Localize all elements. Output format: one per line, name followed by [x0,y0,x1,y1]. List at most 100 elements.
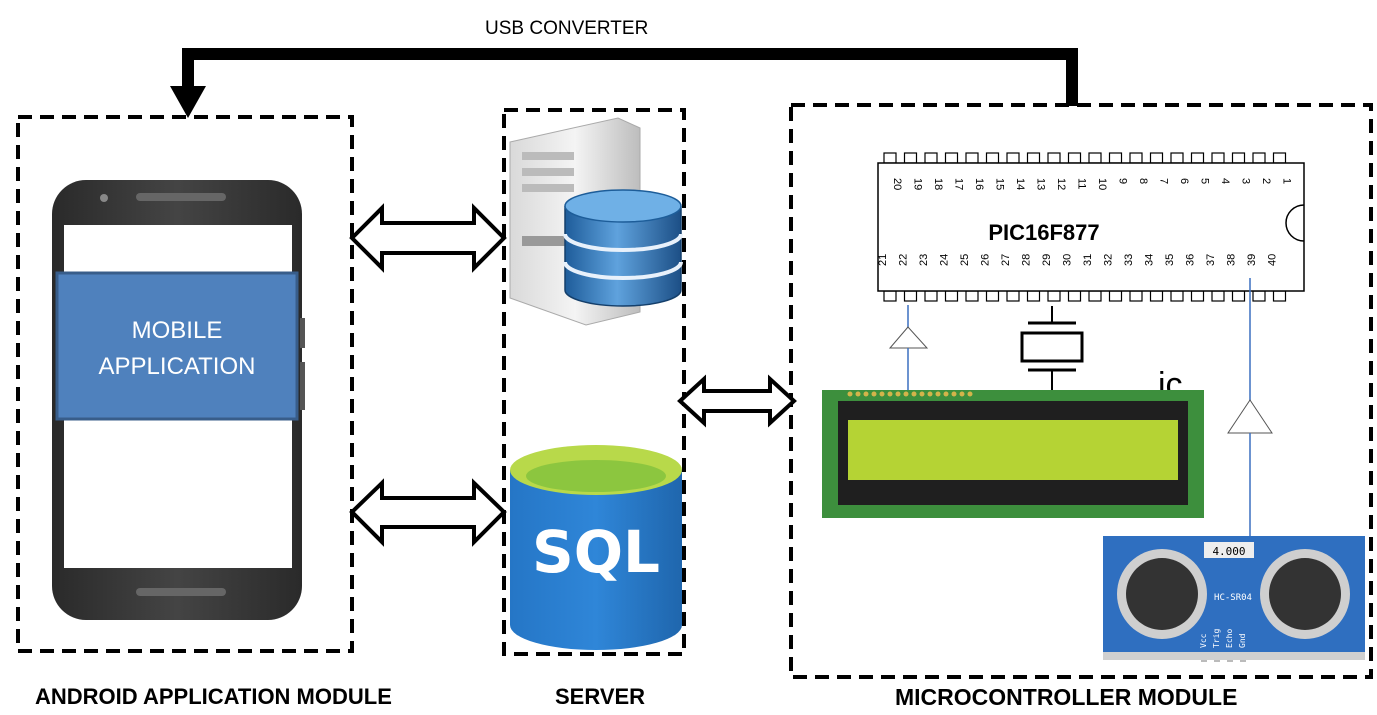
server-module-label: SERVER [555,684,646,709]
lcd-pin [863,391,869,397]
chip-pin [944,152,959,164]
chip-pin [1149,290,1164,302]
sql-label: SQL [532,518,660,586]
crystal-oscillator-icon [1020,306,1084,392]
chip-pin [1190,152,1205,164]
chip-pin [1211,152,1225,164]
sensor-pin-label: Vcc [1199,633,1208,648]
chip-pin-number: 28 [1021,254,1033,266]
buffer-triangle-icon [888,326,929,349]
chip-pin [903,290,918,302]
app-box-line2: APPLICATION [99,353,256,380]
double-arrow-app-server-bottom [349,478,507,547]
chip-pin-number: 4 [1219,178,1231,184]
lcd-pin [895,391,901,397]
chip-pin-number: 17 [953,178,965,190]
chip-pin-number: 8 [1137,178,1149,184]
lcd-pin [935,391,941,397]
lcd-pin [911,391,917,397]
usb-converter-connector [170,48,1078,118]
lcd-pin [871,391,877,397]
chip-pin-number: 37 [1205,254,1217,266]
chip-pin-number: 34 [1144,254,1156,266]
double-arrow-server-micro [677,374,797,428]
chip-pin-number: 7 [1158,178,1170,184]
chip-pin-number: 1 [1281,178,1293,184]
arrow-down-icon [170,86,206,118]
chip-pin [1231,152,1246,164]
chip-pin [1129,152,1143,164]
chip-pin [1006,290,1020,302]
sensor-model: HC-SR04 [1214,593,1252,603]
lcd-pin [919,391,925,397]
chip-pin-number: 9 [1117,178,1129,184]
android-module-frame [16,115,354,653]
chip-pin [965,290,979,302]
sql-database-icon: SQL [510,445,682,650]
chip-pin [1231,290,1246,302]
chip-pin-number: 38 [1226,254,1238,266]
usb-converter-label: USB CONVERTER [485,18,649,39]
chip-pin [1067,152,1082,164]
chip-pin [944,290,959,302]
chip-pin-number: 6 [1178,178,1190,184]
chip-pin [883,152,897,164]
buffer-triangle-icon [1227,399,1273,434]
chip-pin [1047,290,1061,302]
lcd-header-pins [847,391,973,397]
chip-pin-number: 19 [912,178,924,190]
chip-pin-number: 2 [1260,178,1272,184]
microcontroller-module-label: MICROCONTROLLER MODULE [895,684,1238,710]
chip-pin [1170,290,1184,302]
chip-pin-number: 21 [877,254,889,266]
chip-pin-number: 13 [1035,178,1047,190]
chip-pin [1129,290,1143,302]
chip-pin-number: 20 [891,178,903,190]
chip-pin [1272,152,1287,164]
lcd-pin [879,391,885,397]
chip-pin [924,152,938,164]
lcd-pin [927,391,933,397]
chip-pin-number: 23 [918,254,930,266]
chip-pin-number: 36 [1185,254,1197,266]
chip-pin [1047,152,1061,164]
chip-pin [1108,152,1123,164]
chip-pin [1088,152,1102,164]
sensor-pin-label: Gnd [1238,633,1247,648]
chip-pin [1108,290,1123,302]
chip-pin-number: 33 [1123,254,1135,266]
chip-pin-number: 26 [980,254,992,266]
chip-pin [1272,290,1287,302]
chip-pin [1149,152,1164,164]
sensor-display: 4.000 [1212,545,1245,558]
chip-pin-number: 12 [1055,178,1067,190]
chip-pin [1252,152,1266,164]
lcd-pin [847,391,853,397]
chip-pin [1006,152,1020,164]
chip-bottom-pins [883,290,1287,302]
chip-pin-number: 27 [1000,254,1012,266]
chip-pin-number: 5 [1199,178,1211,184]
chip-pin [1026,152,1041,164]
lcd-pin [887,391,893,397]
microcontroller-module-frame [789,103,1373,679]
chip-pin-number: 29 [1041,254,1053,266]
chip-pin [883,290,897,302]
lcd-pin [855,391,861,397]
chip-pin-number: 18 [932,178,944,190]
chip-pin [1211,290,1225,302]
lcd-display-icon [822,390,1204,518]
mobile-application-box: MOBILE APPLICATION [55,271,299,421]
chip-pin-number: 11 [1076,178,1088,189]
chip-top-pins [883,152,1287,164]
chip-pin-number: 25 [959,254,971,266]
server-module-frame [502,108,686,656]
android-module-label: ANDROID APPLICATION MODULE [35,684,392,709]
chip-pin [1190,290,1205,302]
chip-pin [903,152,918,164]
chip-pin-number: 35 [1164,254,1176,266]
app-box-line1: MOBILE [132,317,223,344]
